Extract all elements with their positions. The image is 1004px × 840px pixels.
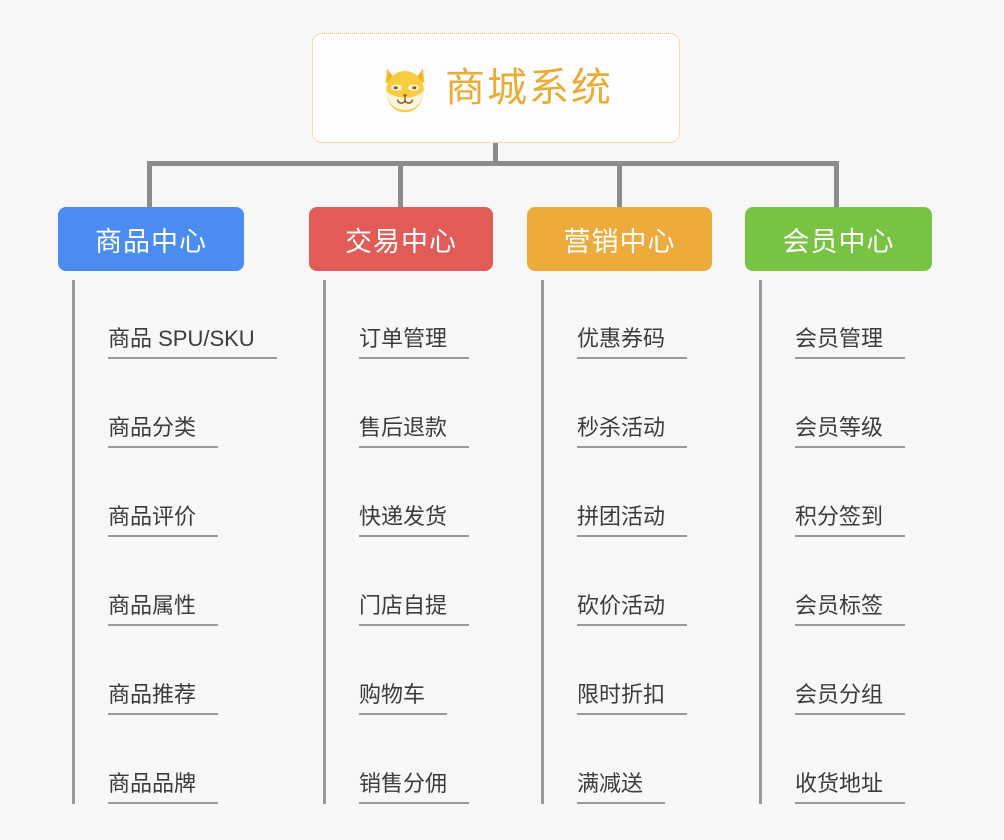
list-item-label: 拼团活动: [577, 505, 688, 537]
child-list-product-center: 商品 SPU/SKU 商品分类 商品评价 商品属性 商品推荐 商品品牌: [72, 280, 277, 804]
category-title: 营销中心: [563, 226, 676, 257]
root-title: 商城系统: [445, 66, 613, 110]
list-item-label: 快递发货: [359, 505, 470, 537]
list-item[interactable]: 积分签到: [762, 448, 932, 537]
shiba-dog-icon: [385, 68, 425, 113]
list-item-label: 售后退款: [359, 416, 470, 448]
connector-drop-3: [617, 161, 622, 208]
list-item[interactable]: 优惠券码: [544, 280, 712, 359]
list-item-label: 砍价活动: [577, 594, 688, 626]
category-title: 交易中心: [345, 226, 457, 257]
list-item-label: 商品 SPU/SKU: [108, 327, 277, 359]
list-item[interactable]: 收货地址: [762, 715, 932, 804]
list-item-label: 会员管理: [795, 327, 906, 359]
list-item[interactable]: 满减送: [544, 715, 712, 804]
list-item[interactable]: 商品评价: [75, 448, 244, 537]
list-item[interactable]: 商品属性: [75, 537, 244, 626]
connector-stem: [493, 143, 498, 166]
list-item[interactable]: 购物车: [326, 626, 493, 715]
list-item[interactable]: 订单管理: [326, 280, 493, 359]
list-item[interactable]: 商品品牌: [75, 715, 244, 804]
list-item-label: 会员标签: [795, 594, 906, 626]
list-item-label: 商品品牌: [108, 772, 219, 804]
list-item[interactable]: 会员等级: [762, 359, 932, 448]
list-item[interactable]: 会员分组: [762, 626, 932, 715]
list-item[interactable]: 门店自提: [326, 537, 493, 626]
list-item-label: 秒杀活动: [577, 416, 688, 448]
category-title: 会员中心: [782, 226, 895, 257]
branch-trade-center: 交易中心 订单管理 售后退款 快递发货 门店自提 购物车 销售分佣: [309, 207, 493, 820]
list-item-label: 商品分类: [108, 416, 219, 448]
list-item-label: 门店自提: [359, 594, 470, 626]
list-item[interactable]: 秒杀活动: [544, 359, 712, 448]
connector-drop-1: [147, 161, 152, 208]
child-list-trade-center: 订单管理 售后退款 快递发货 门店自提 购物车 销售分佣: [323, 280, 493, 804]
list-item-label: 满减送: [577, 772, 666, 804]
branch-product-center: 商品中心 商品 SPU/SKU 商品分类 商品评价 商品属性 商品推荐 商品品牌: [58, 207, 277, 820]
list-item-label: 购物车: [359, 683, 448, 715]
list-item-label: 商品评价: [108, 505, 219, 537]
list-item[interactable]: 商品推荐: [75, 626, 244, 715]
list-item[interactable]: 会员管理: [762, 280, 932, 359]
connector-drop-2: [398, 161, 403, 208]
list-item[interactable]: 销售分佣: [326, 715, 493, 804]
connector-bus: [147, 161, 839, 166]
category-box-trade-center[interactable]: 交易中心: [309, 207, 493, 271]
list-item-label: 商品推荐: [108, 683, 219, 715]
list-item-label: 会员分组: [795, 683, 906, 715]
category-box-member-center[interactable]: 会员中心: [745, 207, 932, 271]
list-item-label: 销售分佣: [359, 772, 470, 804]
list-item-label: 积分签到: [795, 505, 906, 537]
list-item-label: 订单管理: [359, 327, 470, 359]
branch-marketing-center: 营销中心 优惠券码 秒杀活动 拼团活动 砍价活动 限时折扣 满减送: [527, 207, 712, 820]
child-list-marketing-center: 优惠券码 秒杀活动 拼团活动 砍价活动 限时折扣 满减送: [541, 280, 712, 804]
connector-drop-4: [834, 161, 839, 208]
list-item[interactable]: 拼团活动: [544, 448, 712, 537]
category-box-product-center[interactable]: 商品中心: [58, 207, 244, 271]
list-item[interactable]: 砍价活动: [544, 537, 712, 626]
root-node-card[interactable]: 商城系统: [312, 33, 680, 143]
list-item-label: 商品属性: [108, 594, 219, 626]
list-item-label: 限时折扣: [577, 683, 688, 715]
list-item[interactable]: 售后退款: [326, 359, 493, 448]
list-item[interactable]: 商品分类: [75, 359, 244, 448]
category-box-marketing-center[interactable]: 营销中心: [527, 207, 712, 271]
branch-member-center: 会员中心 会员管理 会员等级 积分签到 会员标签 会员分组 收货地址: [745, 207, 932, 820]
list-item[interactable]: 快递发货: [326, 448, 493, 537]
child-list-member-center: 会员管理 会员等级 积分签到 会员标签 会员分组 收货地址: [759, 280, 932, 804]
list-item-label: 收货地址: [795, 772, 906, 804]
list-item-label: 优惠券码: [577, 327, 688, 359]
category-title: 商品中心: [95, 226, 207, 257]
list-item-label: 会员等级: [795, 416, 906, 448]
list-item[interactable]: 会员标签: [762, 537, 932, 626]
list-item[interactable]: 限时折扣: [544, 626, 712, 715]
list-item[interactable]: 商品 SPU/SKU: [75, 280, 277, 359]
